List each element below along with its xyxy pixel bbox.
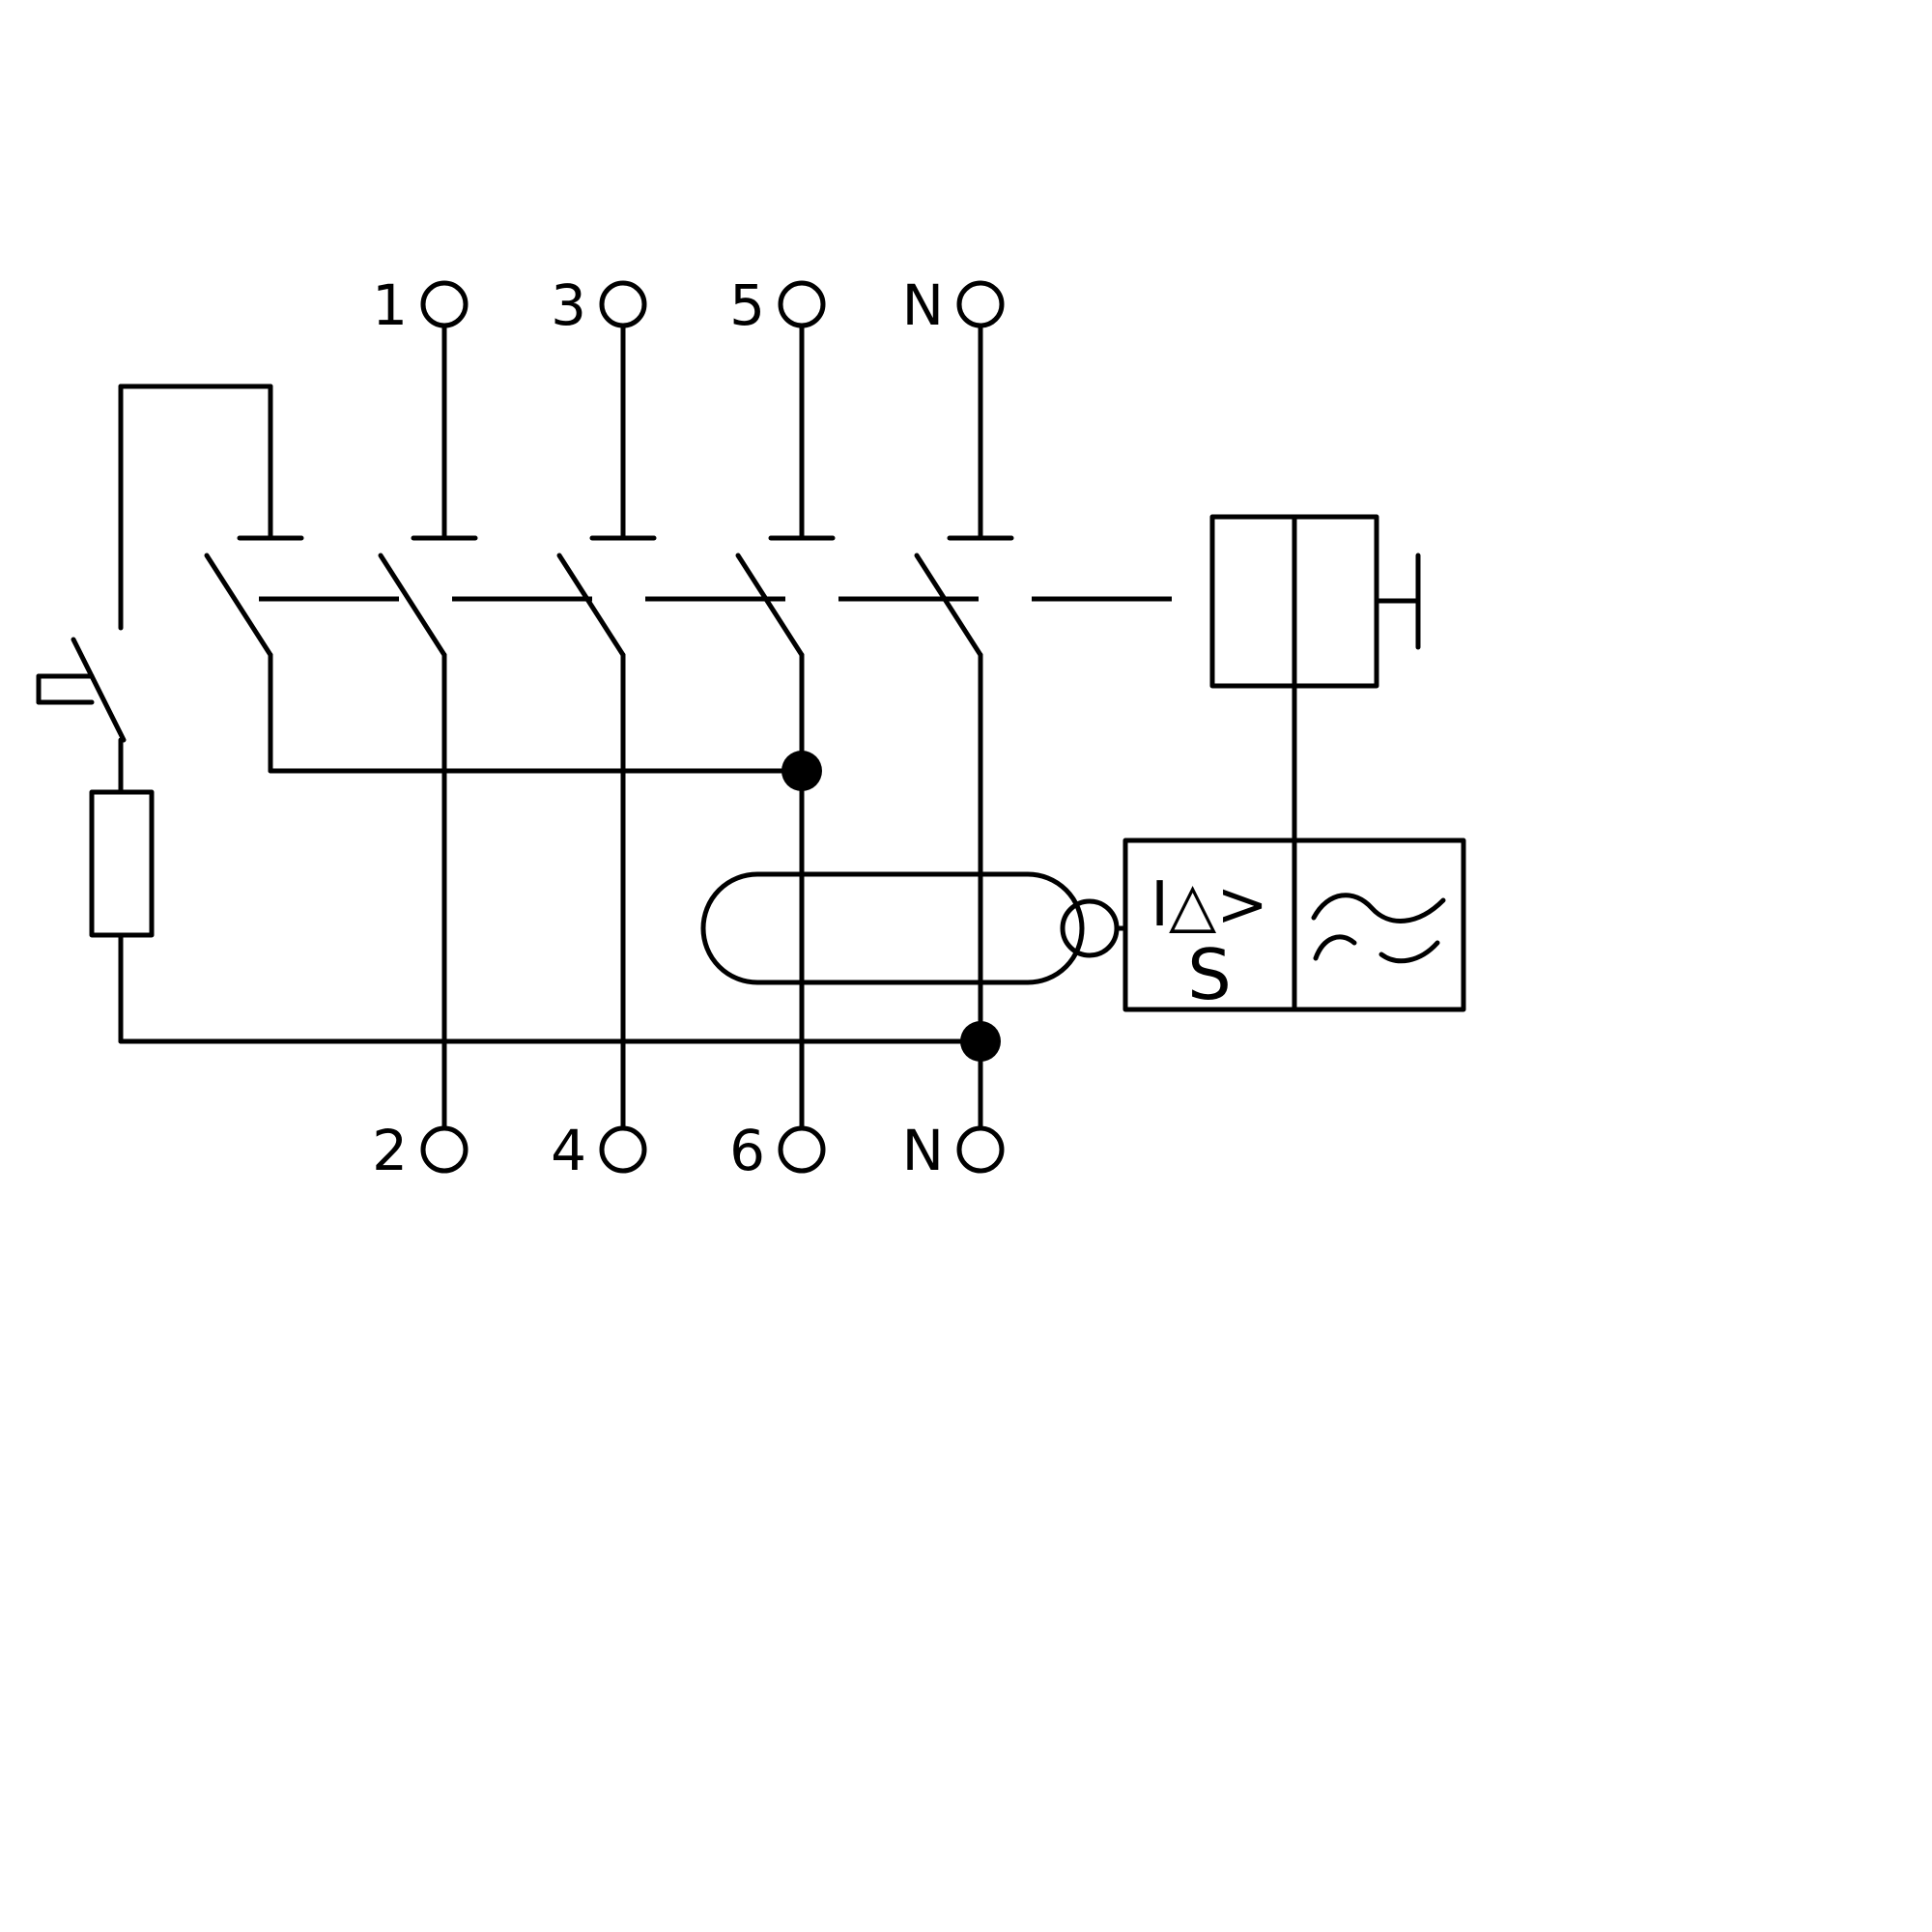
terminal-3-circle — [599, 280, 647, 328]
terminal-5-label: 5 — [729, 272, 765, 338]
wave-bottom-right-curve — [1378, 940, 1440, 964]
terminal-4-label: 4 — [551, 1118, 586, 1183]
wave-top-curve — [1311, 893, 1446, 923]
terminal-3-label: 3 — [551, 272, 586, 338]
operating-mechanism — [1209, 514, 1421, 843]
junction-dot-l3 — [781, 751, 822, 791]
trip-unit: I△> S — [1122, 838, 1466, 1015]
pole-l1: 1 2 — [372, 272, 478, 1183]
terminal-2-label: 2 — [372, 1118, 408, 1183]
terminal-n-bottom-label: N — [902, 1118, 944, 1183]
terminal-6-circle — [778, 1125, 826, 1174]
terminal-6-label: 6 — [729, 1118, 765, 1183]
switch-blade-l2 — [556, 553, 626, 658]
switch-blade-test — [204, 553, 273, 658]
pole-l2: 3 4 — [551, 272, 657, 1183]
test-circuit — [36, 384, 1001, 1062]
surge-wave-icon — [1311, 893, 1446, 964]
trip-threshold-label: I△> — [1151, 869, 1268, 941]
terminal-4-circle — [599, 1125, 647, 1174]
terminal-n-top-label: N — [902, 272, 944, 338]
pole-l3: 5 6 — [729, 272, 836, 1183]
terminal-n-top-circle — [956, 280, 1005, 328]
junction-dot-n — [960, 1021, 1001, 1062]
button-switch-blade — [71, 637, 127, 743]
terminal-n-bottom-circle — [956, 1125, 1005, 1174]
toroid-core-icon — [700, 871, 1085, 985]
wave-bottom-left-curve — [1313, 934, 1357, 961]
pole-n: N N — [902, 272, 1014, 1183]
test-push-button-icon — [36, 673, 95, 705]
terminal-2-circle — [420, 1125, 469, 1174]
secondary-winding-icon — [1060, 898, 1120, 958]
terminal-5-circle — [778, 280, 826, 328]
resistor-icon — [89, 789, 155, 938]
terminal-1-label: 1 — [372, 272, 408, 338]
terminal-1-circle — [420, 280, 469, 328]
current-transformer — [700, 871, 1128, 985]
selective-type-label: S — [1187, 934, 1232, 1015]
switch-blade-n — [914, 553, 983, 658]
switch-blade-l1 — [378, 553, 447, 658]
switch-blade-l3 — [735, 553, 805, 658]
